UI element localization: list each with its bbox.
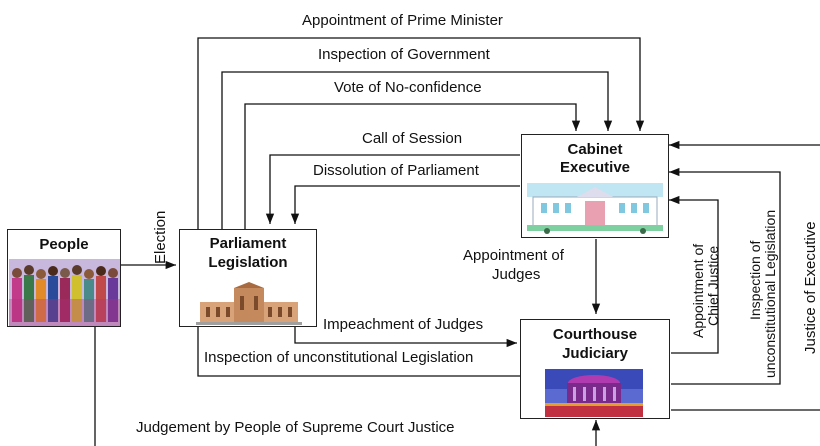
courthouse-node: Courthouse Judiciary [520, 319, 670, 419]
arrow-inspection-of-unconstitutional-legislation-vertical [669, 167, 781, 385]
label-appointment-of-judges-line1: Appointment of [463, 247, 564, 264]
label-dissolution-of-parliament: Dissolution of Parliament [313, 162, 479, 179]
label-appointment-of-chief-justice-line1: Appointment of [690, 243, 706, 338]
label-call-of-session: Call of Session [362, 130, 463, 147]
label-impeachment-of-judges: Impeachment of Judges [323, 316, 484, 333]
label-justice-of-executive: Justice of Executive [802, 221, 819, 354]
courthouse-title-line1: Courthouse [552, 326, 638, 343]
people-title: People [39, 236, 89, 253]
courthouse-building-image [545, 369, 643, 417]
label-vote-of-no-confidence: Vote of No-confidence [334, 79, 482, 96]
arrow-appointment-of-prime-minister [197, 37, 645, 230]
label-appointment-of-prime-minister: Appointment of Prime Minister [302, 12, 503, 29]
arrow-appointment-of-chief-justice [669, 195, 719, 354]
label-appointment-of-judges-line2: Judges [492, 266, 541, 283]
parliament-title-line2: Legislation [208, 254, 288, 271]
cabinet-title-line2: Executive [559, 159, 631, 176]
arrow-call-of-session [265, 154, 520, 224]
cabinet-node: Cabinet Executive [521, 134, 669, 238]
label-judgement-by-people: Judgement by People of Supreme Court Jus… [136, 419, 455, 436]
label-inspection-of-government: Inspection of Government [318, 46, 490, 63]
parliament-title-line1: Parliament [209, 235, 287, 252]
parliament-building-image [196, 282, 302, 325]
arrow-inspection-of-unconstitutional-legislation [197, 327, 520, 377]
people-crowd-image [9, 259, 120, 326]
cabinet-building-image [527, 181, 663, 235]
label-inspection-of-unconstitutional-legislation-v-line2: unconstitutional Legislation [762, 209, 778, 378]
cabinet-title-line1: Cabinet [567, 141, 623, 158]
people-node: People [7, 229, 121, 327]
parliament-node: Parliament Legislation [179, 229, 317, 327]
arrow-inspection-of-government [221, 71, 613, 230]
arrow-vote-of-no-confidence [244, 103, 581, 230]
label-appointment-of-chief-justice-line2: Chief Justice [705, 245, 721, 326]
label-inspection-of-unconstitutional-legislation-v-line1: Inspection of [747, 240, 763, 320]
label-election: Election [152, 210, 169, 264]
arrow-impeachment-of-judges [294, 327, 517, 348]
courthouse-title-line2: Judiciary [562, 345, 628, 362]
arrow-dissolution-of-parliament [290, 185, 520, 224]
label-inspection-of-unconstitutional-legislation: Inspection of unconstitutional Legislati… [204, 349, 474, 366]
